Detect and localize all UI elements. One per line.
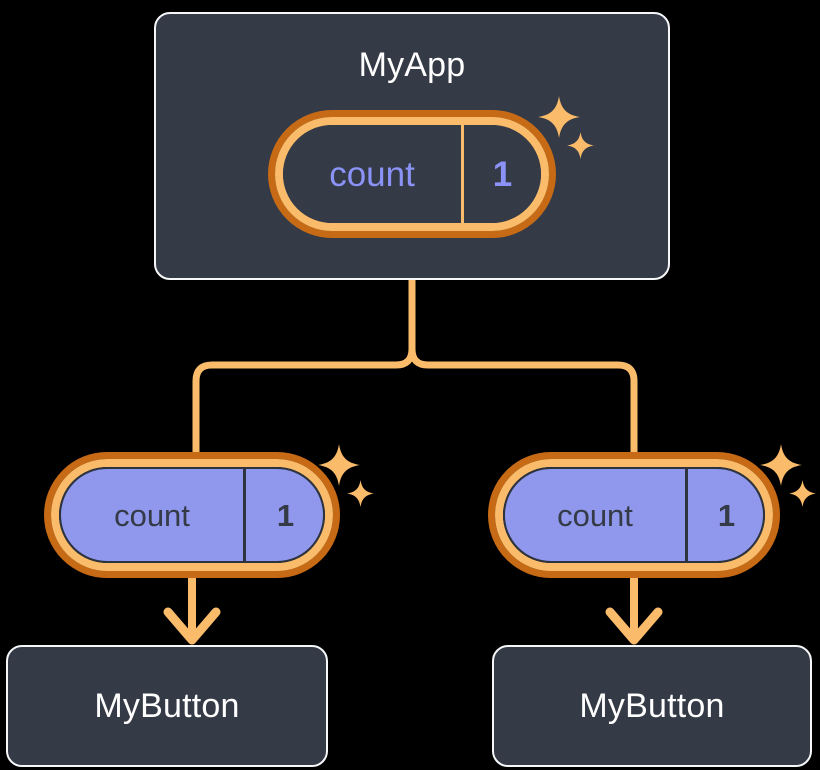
state-value: 1 <box>492 154 513 194</box>
state-pill-body: count 1 <box>59 467 325 563</box>
sparkle-small-icon <box>789 480 816 507</box>
state-key: count <box>329 154 415 194</box>
component-title-mybutton-left: MyButton <box>94 687 240 725</box>
state-pill-body: count 1 <box>503 467 765 563</box>
state-pill-mybutton-right[interactable]: count 1 <box>488 452 780 578</box>
state-pill-ring <box>268 110 556 238</box>
state-pill-ring <box>488 452 780 578</box>
state-value: 1 <box>276 497 295 533</box>
component-box-mybutton-right[interactable]: MyButton <box>492 645 812 767</box>
down-arrow-icon-left <box>163 578 221 645</box>
state-value: 1 <box>717 497 736 533</box>
state-pill-body: count 1 <box>283 125 541 223</box>
tree-fork-connector <box>192 276 638 456</box>
sparkle-small-icon <box>347 480 374 507</box>
state-pill-myapp[interactable]: count 1 <box>268 110 556 238</box>
state-divider <box>461 125 464 223</box>
down-arrow-icon-right <box>605 578 663 645</box>
component-title-mybutton-right: MyButton <box>579 687 725 725</box>
state-pill-ring <box>44 452 340 578</box>
component-title-myapp: MyApp <box>358 46 466 84</box>
state-key: count <box>114 497 190 533</box>
state-divider <box>685 469 688 561</box>
state-pill-mybutton-left[interactable]: count 1 <box>44 452 340 578</box>
state-key: count <box>557 497 633 533</box>
state-divider <box>243 469 246 561</box>
component-box-mybutton-left[interactable]: MyButton <box>6 645 328 767</box>
